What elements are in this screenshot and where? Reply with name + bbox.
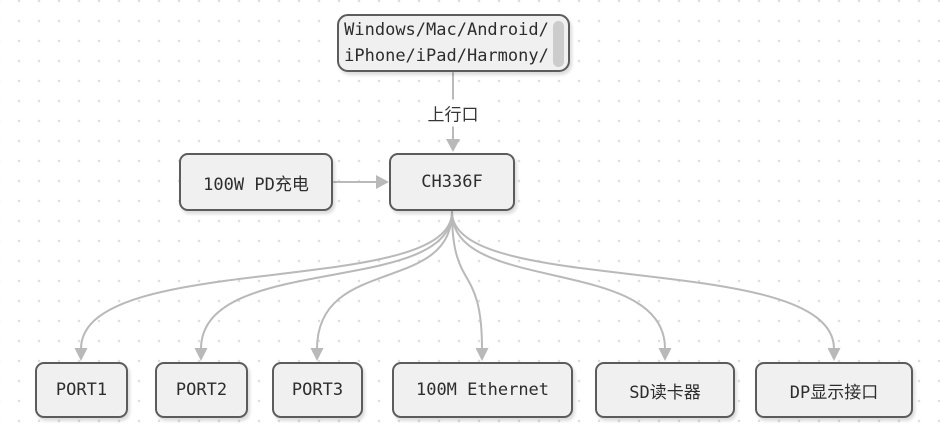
- edge-hub-to-dp-display: [451, 211, 835, 350]
- arrowhead-port1: [74, 348, 88, 361]
- host-label-line2: iPhone/iPad/Harmony/: [344, 46, 549, 66]
- host-label-line1: Windows/Mac/Android/: [344, 20, 549, 40]
- hub-label: CH336F: [421, 172, 483, 192]
- edge-hub-to-sd-reader: [451, 211, 666, 350]
- pd-label: 100W PD充电: [203, 174, 309, 195]
- node-host[interactable]: Windows/Mac/Android/ iPhone/iPad/Harmony…: [337, 14, 570, 72]
- ethernet-label: 100M Ethernet: [415, 380, 550, 400]
- arrowhead-port3: [310, 348, 324, 361]
- scrollbar-thumb[interactable]: [553, 21, 564, 67]
- edge-hub-to-port3: [316, 211, 453, 350]
- uplink-edge-label: 上行口: [423, 99, 483, 127]
- port2-label: PORT2: [175, 380, 228, 400]
- sd-reader-label: SD读卡器: [629, 382, 701, 403]
- node-ethernet[interactable]: 100M Ethernet: [392, 362, 573, 418]
- node-sd-reader[interactable]: SD读卡器: [595, 362, 735, 418]
- node-port1[interactable]: PORT1: [35, 362, 128, 418]
- node-hub-ch336f[interactable]: CH336F: [389, 153, 515, 211]
- arrowhead-hub-top: [446, 139, 460, 152]
- edge-hub-to-port1: [80, 211, 453, 350]
- arrowhead-ethernet: [475, 348, 489, 361]
- port3-label: PORT3: [291, 380, 344, 400]
- node-pd-charge[interactable]: 100W PD充电: [179, 153, 333, 211]
- arrowhead-sd-reader: [658, 348, 672, 361]
- edge-hub-to-ethernet: [451, 211, 483, 350]
- port1-label: PORT1: [55, 380, 108, 400]
- node-port3[interactable]: PORT3: [272, 362, 363, 418]
- arrowhead-port2: [194, 348, 208, 361]
- arrowhead-hub-left: [376, 175, 389, 189]
- node-dp-display[interactable]: DP显示接口: [755, 362, 913, 418]
- node-port2[interactable]: PORT2: [155, 362, 248, 418]
- dp-display-label: DP显示接口: [789, 382, 879, 403]
- arrowhead-dp-display: [827, 348, 841, 361]
- edge-hub-to-port2: [200, 211, 453, 350]
